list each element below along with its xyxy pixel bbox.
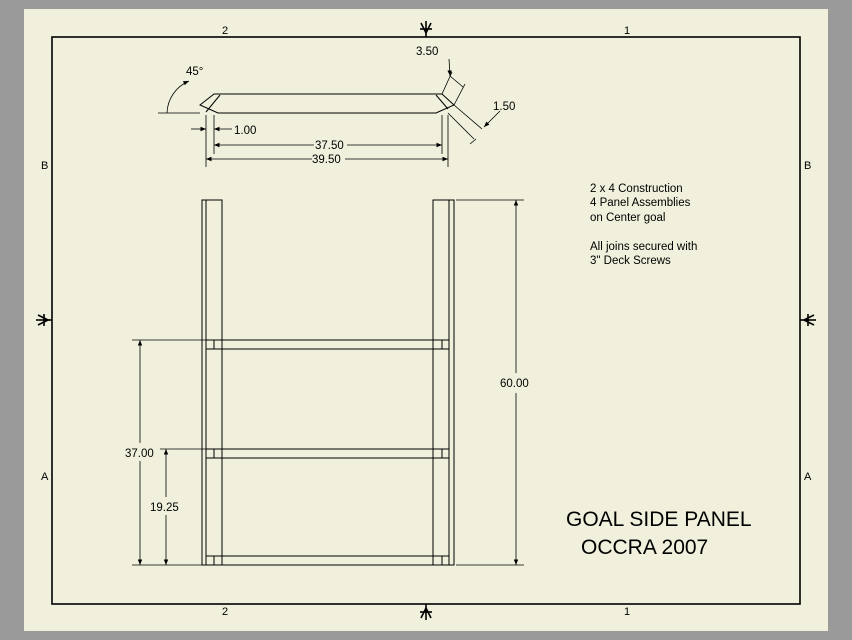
dim-thickness: 1.50: [493, 101, 515, 113]
title-line-2: OCCRA 2007: [581, 536, 708, 559]
technical-drawing: 2 1 2 1 B A B A: [36, 21, 816, 620]
note-construction-3: on Center goal: [590, 212, 665, 224]
zone-left-upper: B: [41, 160, 48, 172]
height-dimension: [456, 199, 524, 566]
zone-bottom-right: 1: [624, 606, 630, 618]
zone-top-left: 2: [222, 25, 228, 37]
drawing-sheet: 2 1 2 1 B A B A: [24, 9, 828, 631]
note-construction-1: 2 x 4 Construction: [590, 183, 683, 195]
side-panel-frame: [201, 199, 455, 566]
note-construction-2: 4 Panel Assemblies: [590, 197, 691, 209]
dim-inner-length: 37.50: [315, 140, 344, 152]
note-fastening-2: 3" Deck Screws: [590, 255, 671, 267]
dim-rail-upper: 37.00: [125, 448, 154, 460]
note-fastening-1: All joins secured with: [590, 241, 697, 253]
dim-offset: 1.00: [234, 125, 256, 137]
dim-end-width: 3.50: [416, 46, 438, 58]
title-line-1: GOAL SIDE PANEL: [566, 508, 752, 531]
center-mark-bottom-icon: [420, 604, 432, 620]
center-mark-top-icon: [420, 21, 432, 37]
dim-angle: 45°: [186, 66, 203, 78]
dim-overall-length: 39.50: [312, 154, 341, 166]
dim-rail-lower: 19.25: [150, 502, 179, 514]
center-mark-right-icon: [800, 314, 816, 326]
center-mark-left-icon: [36, 314, 52, 326]
rail-dimensions: [132, 339, 206, 566]
dim-height: 60.00: [500, 378, 529, 390]
zone-right-upper: B: [804, 160, 811, 172]
top-rail-detail: [158, 58, 501, 167]
zone-bottom-left: 2: [222, 606, 228, 618]
zone-top-right: 1: [624, 25, 630, 37]
zone-left-lower: A: [41, 471, 49, 483]
zone-right-lower: A: [804, 471, 812, 483]
